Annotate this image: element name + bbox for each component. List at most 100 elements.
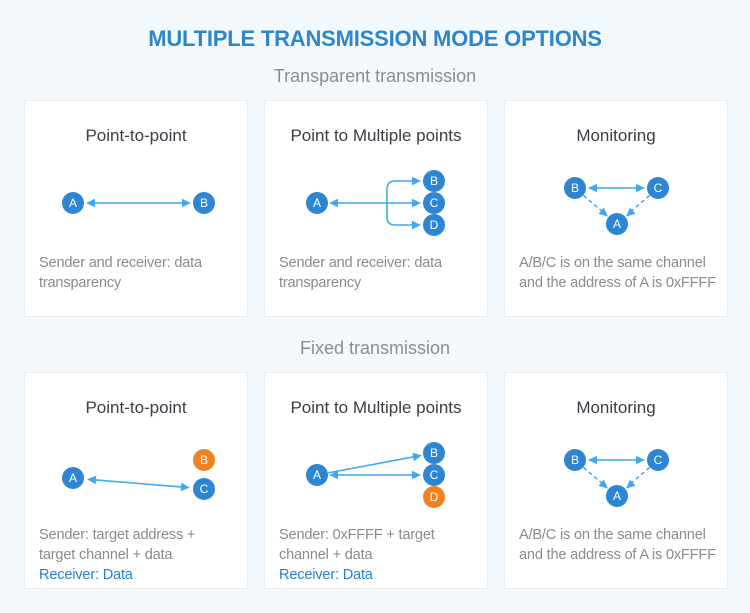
- node-b-label: B: [430, 446, 438, 460]
- node-b: [423, 442, 445, 464]
- description-line: target channel + data: [39, 547, 173, 563]
- node-b: [564, 177, 586, 199]
- node-a: [62, 467, 84, 489]
- point-to-point-fixed-diagram: A B C: [62, 449, 215, 500]
- description-line: A/B/C is on the same channel: [519, 255, 706, 271]
- node-a-label: A: [69, 196, 77, 210]
- description-line: Sender and receiver: data: [279, 255, 442, 271]
- arrowhead-b-icon: [588, 455, 597, 465]
- receiver-line: Receiver: Data: [39, 567, 133, 583]
- node-c: [647, 177, 669, 199]
- arrowhead-c-icon: [412, 470, 421, 480]
- point-to-point-diagram: A B: [62, 192, 215, 214]
- node-c-label: C: [430, 468, 439, 482]
- node-b-label: B: [571, 181, 579, 195]
- page-title: MULTIPLE TRANSMISSION MODE OPTIONS: [148, 26, 602, 51]
- node-c-label: C: [430, 196, 439, 210]
- node-c-label: C: [654, 453, 663, 467]
- section-title-transparent: Transparent transmission: [273, 66, 477, 86]
- node-b-label: B: [430, 174, 438, 188]
- arrowhead-right-icon: [182, 198, 191, 208]
- card-title: Point to Multiple points: [290, 398, 462, 417]
- arrowhead-d-icon: [412, 220, 421, 230]
- arrowhead-a-icon: [329, 198, 338, 208]
- node-a-label: A: [313, 196, 321, 210]
- node-a: [606, 485, 628, 507]
- node-c: [647, 449, 669, 471]
- description-line: transparency: [39, 275, 121, 291]
- card-monitoring-transparent: Monitoring B C A: [504, 100, 728, 317]
- arrowhead-a-icon: [329, 470, 338, 480]
- card-point-to-multiple-transparent: Point to Multiple points A B C D Sender …: [264, 100, 488, 317]
- description-line: and the address of A is 0xFFFF: [519, 547, 716, 563]
- node-d: [423, 486, 445, 508]
- card-row-transparent: Point-to-point A B Sender and receiver: …: [24, 100, 728, 317]
- node-c: [193, 478, 215, 500]
- node-b: [564, 449, 586, 471]
- description-line: Sender and receiver: data: [39, 255, 202, 271]
- arrowhead-c-icon: [636, 183, 645, 193]
- card-description: A/B/C is on the same channel and the add…: [519, 253, 716, 293]
- description-line: channel + data: [279, 547, 373, 563]
- node-d-label: D: [430, 490, 439, 504]
- node-b-label: B: [200, 196, 208, 210]
- node-c: [423, 192, 445, 214]
- card-title: Monitoring: [576, 398, 656, 417]
- node-a: [306, 192, 328, 214]
- arrowhead-ca-icon: [626, 479, 636, 489]
- point-to-multiple-fixed-diagram: A B C D: [306, 442, 445, 508]
- arrowhead-c-icon: [636, 455, 645, 465]
- node-c-label: C: [654, 181, 663, 195]
- node-d-label: D: [430, 218, 439, 232]
- node-b: [423, 170, 445, 192]
- dashed-arrow-b-a: [583, 466, 605, 486]
- card-title: Monitoring: [576, 126, 656, 145]
- arrowhead-c-icon: [412, 198, 421, 208]
- card-description: Sender: 0xFFFF + target channel + data R…: [279, 525, 475, 585]
- description-line: and the address of A is 0xFFFF: [519, 275, 716, 291]
- node-a: [62, 192, 84, 214]
- node-a-label: A: [613, 489, 621, 503]
- card-monitoring-fixed: Monitoring B C A: [504, 372, 728, 589]
- card-description: Sender and receiver: data transparency: [39, 253, 235, 293]
- card-title: Point-to-point: [85, 398, 187, 417]
- arrowhead-ca-icon: [626, 207, 636, 217]
- card-row-fixed: Point-to-point A B C Sender: target addr…: [24, 372, 728, 589]
- card-description: Sender: target address + target channel …: [39, 525, 235, 585]
- node-c-label: C: [200, 482, 209, 496]
- card-point-to-multiple-fixed: Point to Multiple points A B C D Sende: [264, 372, 488, 589]
- arrowhead-ba-icon: [598, 479, 608, 489]
- node-b: [193, 449, 215, 471]
- dashed-arrow-c-a: [628, 194, 650, 214]
- node-d: [423, 214, 445, 236]
- description-line: transparency: [279, 275, 361, 291]
- arrowhead-b-icon: [412, 452, 422, 462]
- node-a: [606, 213, 628, 235]
- arrow-a-b: [327, 455, 420, 474]
- dashed-arrow-c-a: [628, 466, 650, 486]
- point-to-multiple-diagram: A B C D: [306, 170, 445, 236]
- arrowhead-b-icon: [588, 183, 597, 193]
- dashed-arrow-b-a: [583, 194, 605, 214]
- arrow-a-c: [88, 478, 188, 489]
- card-point-to-point-fixed: Point-to-point A B C Sender: target addr…: [24, 372, 248, 589]
- description-line: Sender: target address +: [39, 527, 196, 543]
- description-line: A/B/C is on the same channel: [519, 527, 706, 543]
- section-title-fixed: Fixed transmission: [299, 338, 451, 358]
- node-b-label: B: [571, 453, 579, 467]
- arrowhead-c-icon: [180, 482, 190, 492]
- monitoring-diagram: B C A: [564, 177, 669, 235]
- arrow-branch-b-d: [386, 180, 414, 226]
- arrowhead-ba-icon: [598, 207, 608, 217]
- card-description: Sender and receiver: data transparency: [279, 253, 475, 293]
- node-a-label: A: [69, 471, 77, 485]
- node-c: [423, 464, 445, 486]
- card-description: A/B/C is on the same channel and the add…: [519, 525, 716, 565]
- monitoring-fixed-diagram: B C A: [564, 449, 669, 507]
- node-a-label: A: [313, 468, 321, 482]
- node-b-label: B: [200, 453, 208, 467]
- node-a-label: A: [613, 217, 621, 231]
- arrowhead-b-icon: [412, 176, 421, 186]
- node-a: [306, 464, 328, 486]
